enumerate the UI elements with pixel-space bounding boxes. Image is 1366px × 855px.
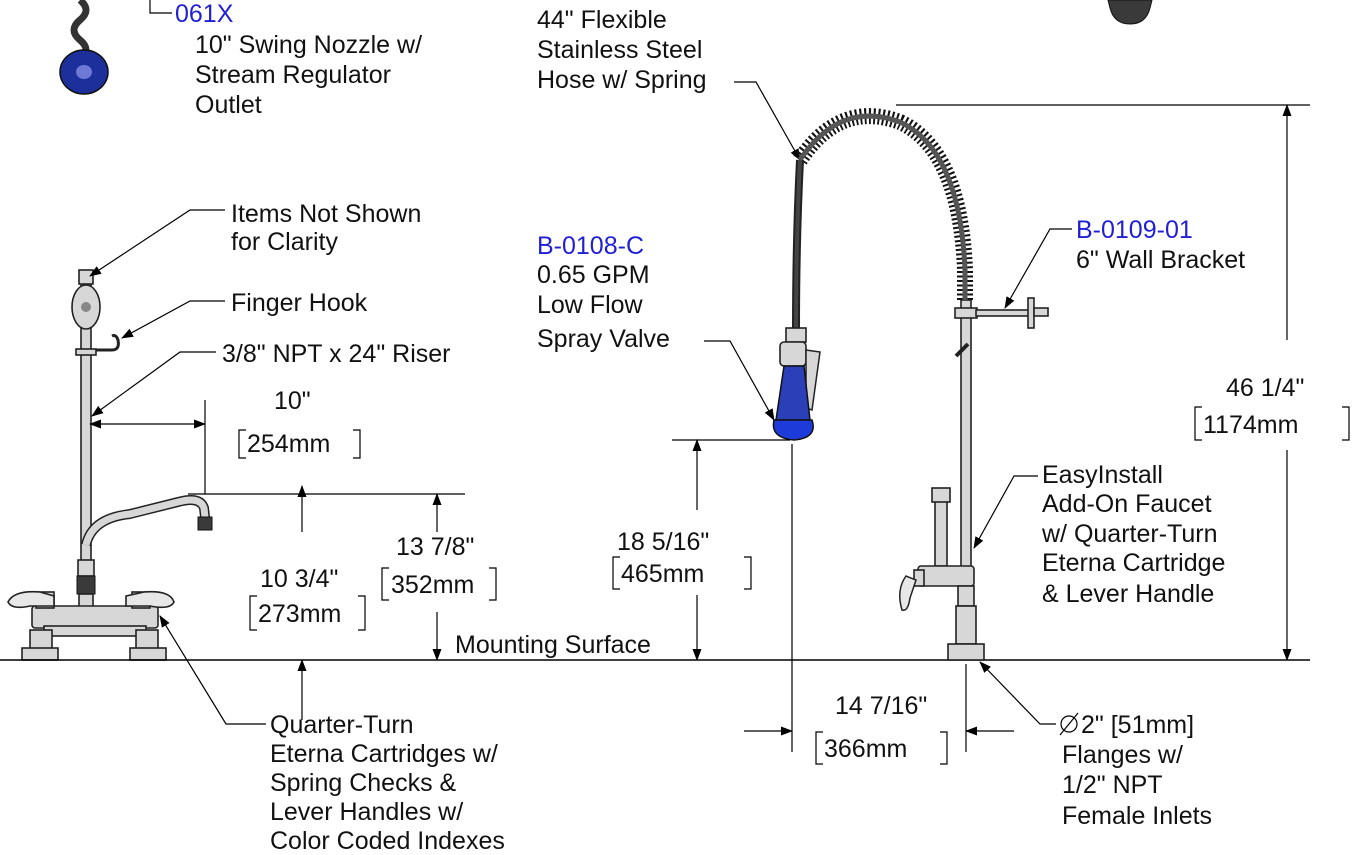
swing-nozzle-leader	[149, 0, 172, 14]
hose-leader	[734, 81, 801, 161]
swing-nozzle-icon	[59, 0, 109, 95]
flanges-line-2: Flanges w/	[1062, 741, 1183, 769]
cartridges-leader	[159, 615, 266, 725]
hose-line-3: Hose w/ Spring	[537, 66, 707, 94]
cartridges-line-5: Color Coded Indexes	[270, 827, 505, 855]
items-not-shown-leader	[89, 209, 225, 277]
overall-height-imperial: 46 1/4"	[1226, 374, 1304, 402]
spray-offset-bracket-right	[940, 731, 948, 765]
swing-nozzle-part-number: 061X	[175, 0, 234, 28]
nozzle-reach-bracket-left	[238, 429, 246, 459]
flanges-line-1: 2" [51mm]	[1081, 711, 1194, 739]
add-on-faucet-leader	[973, 475, 1038, 549]
flanges-line-4: Female Inlets	[1062, 802, 1212, 830]
spray-offset-metric: 366mm	[824, 735, 907, 763]
add-on-faucet-line-2: Add-On Faucet	[1042, 490, 1212, 518]
nozzle-reach-imperial: 10"	[274, 387, 311, 415]
nozzle-height-bracket-right	[489, 567, 497, 601]
items-not-shown-line-2: for Clarity	[231, 228, 338, 256]
add-on-faucet-line-4: Eterna Cartridge	[1042, 549, 1225, 577]
add-on-faucet-line-3: w/ Quarter-Turn	[1041, 520, 1218, 548]
nozzle-reach-bracket-right	[353, 429, 361, 459]
deck-faucet-drawing	[7, 269, 213, 661]
spray-valve-leader	[704, 340, 775, 421]
add-on-faucet-line-1: EasyInstall	[1042, 461, 1163, 489]
cartridges-line-4: Lever Handles w/	[270, 798, 463, 826]
spray-height-imperial: 18 5/16"	[617, 528, 709, 556]
wall-bracket-line-1: 6" Wall Bracket	[1076, 246, 1245, 274]
spray-height-metric: 465mm	[621, 560, 704, 588]
nozzle-reach-metric: 254mm	[247, 430, 330, 458]
fitting-fragment-icon	[1107, 0, 1153, 25]
finger-hook-label: Finger Hook	[231, 289, 368, 317]
spout-height-bracket-right	[358, 595, 366, 631]
spray-valve-line-1: 0.65 GPM	[537, 261, 650, 289]
spray-valve-line-2: Low Flow	[537, 291, 644, 319]
overall-height-bracket-right	[1342, 406, 1350, 441]
overall-height-bracket-left	[1194, 406, 1202, 441]
riser-label: 3/8" NPT x 24" Riser	[222, 340, 450, 368]
diameter-icon	[1059, 712, 1079, 736]
hose-line-2: Stainless Steel	[537, 36, 702, 64]
hose-line-1: 44" Flexible	[537, 6, 667, 34]
riser-leader	[91, 351, 216, 417]
spout-height-metric: 273mm	[258, 600, 341, 628]
spray-valve-icon	[772, 327, 821, 441]
nozzle-height-metric: 352mm	[391, 571, 474, 599]
spray-offset-bracket-left	[815, 731, 823, 765]
swing-nozzle-line-1: 10" Swing Nozzle w/	[195, 31, 422, 59]
swing-nozzle-line-3: Outlet	[195, 91, 262, 119]
wall-bracket-part-number: B-0109-01	[1076, 216, 1193, 244]
finger-hook-leader	[121, 300, 225, 339]
nozzle-height-imperial: 13 7/8"	[396, 533, 474, 561]
spray-valve-part-number: B-0108-C	[537, 232, 644, 260]
spray-height-bracket-right	[744, 556, 752, 590]
pre-rinse-unit-drawing	[792, 108, 1049, 661]
add-on-faucet-line-5: & Lever Handle	[1042, 580, 1214, 608]
spout-height-bracket-left	[249, 595, 257, 631]
nozzle-height-bracket-left	[381, 567, 389, 601]
cartridges-line-2: Eterna Cartridges w/	[270, 740, 498, 768]
flanges-line-3: 1/2" NPT	[1062, 771, 1163, 799]
cartridges-line-3: Spring Checks &	[270, 769, 457, 797]
wall-bracket-leader	[1004, 228, 1072, 309]
spray-offset-imperial: 14 7/16"	[835, 692, 927, 720]
items-not-shown-line-1: Items Not Shown	[231, 200, 421, 228]
spout-height-imperial: 10 3/4"	[260, 565, 338, 593]
mounting-surface-label: Mounting Surface	[455, 631, 651, 659]
spray-height-bracket-left	[612, 556, 620, 590]
spray-valve-line-3: Spray Valve	[537, 325, 670, 353]
swing-nozzle-line-2: Stream Regulator	[195, 61, 391, 89]
flanges-leader	[979, 661, 1056, 725]
overall-height-metric: 1174mm	[1203, 411, 1298, 439]
cartridges-line-1: Quarter-Turn	[270, 711, 414, 739]
